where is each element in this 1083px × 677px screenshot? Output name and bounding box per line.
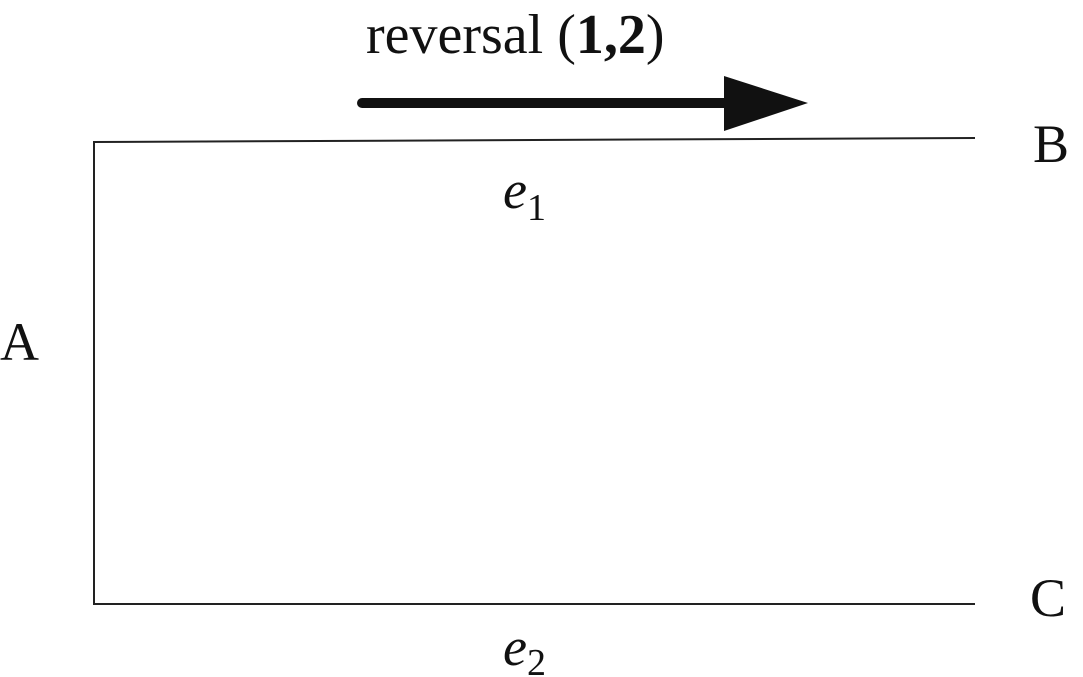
- edge-e2-variable: e: [503, 617, 527, 677]
- reversal-second-index: 2: [618, 4, 646, 66]
- edge-e1-subscript: 1: [527, 187, 546, 229]
- edge-e1-variable: e: [503, 160, 527, 220]
- reversal-title-suffix: ): [646, 4, 665, 66]
- node-label-b: B: [1033, 114, 1069, 174]
- edge-label-e1: e1: [503, 160, 546, 229]
- node-label-c: C: [1030, 568, 1066, 628]
- reversal-separator: ,: [604, 4, 618, 66]
- arrow-head: [724, 76, 808, 131]
- edge-e1-line: [92, 137, 976, 143]
- edge-label-e2: e2: [503, 617, 546, 677]
- reversal-title-prefix: reversal (: [366, 4, 576, 66]
- node-label-a: A: [0, 312, 39, 372]
- direction-arrow: [357, 76, 808, 131]
- edge-e2-subscript: 2: [527, 642, 546, 677]
- reversal-title: reversal (1,2): [366, 4, 665, 66]
- reversal-first-index: 1: [576, 4, 604, 66]
